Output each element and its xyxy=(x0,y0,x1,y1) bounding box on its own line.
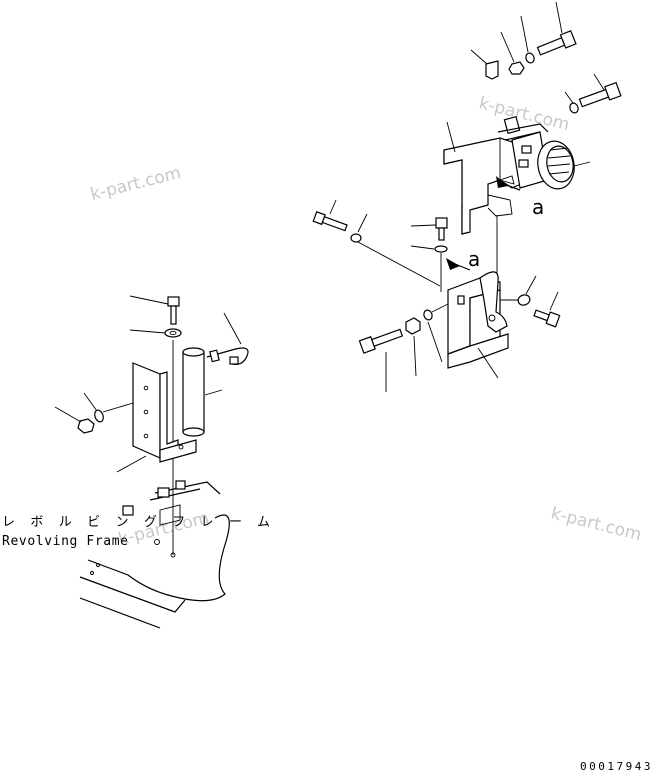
leader-line xyxy=(555,1,563,34)
washer xyxy=(423,309,433,321)
leader-line xyxy=(470,49,488,65)
watermark: k-part.com xyxy=(477,93,572,135)
leader-line xyxy=(413,335,417,377)
washer xyxy=(569,102,579,114)
washer xyxy=(525,52,535,64)
leader-line xyxy=(477,347,499,379)
nut xyxy=(508,61,525,75)
bolt xyxy=(536,30,577,56)
reference-mark: a xyxy=(532,195,544,219)
leader-line xyxy=(525,275,537,295)
leader-line xyxy=(129,329,166,334)
bolt xyxy=(578,81,622,108)
leader-line xyxy=(427,321,443,363)
reference-arrow xyxy=(446,258,471,271)
bolt xyxy=(435,217,448,241)
drawing-code: 00017943 xyxy=(580,760,653,773)
leader-line xyxy=(102,402,134,413)
washer xyxy=(94,409,104,423)
watermark: k-part.com xyxy=(549,503,644,545)
right-assembly: a a xyxy=(312,1,622,392)
leader-line xyxy=(223,312,242,345)
clip xyxy=(485,60,499,80)
frame-label-en: Revolving Frame xyxy=(2,534,128,549)
bolt xyxy=(358,328,404,354)
revolving-frame xyxy=(79,480,230,629)
washer xyxy=(164,328,182,338)
leader-line xyxy=(564,91,574,104)
washer xyxy=(350,233,362,243)
bolt xyxy=(312,211,348,232)
leader-line xyxy=(83,392,98,412)
leader-line xyxy=(357,213,368,233)
nut xyxy=(405,317,421,335)
leader-line xyxy=(520,15,529,53)
leader-line xyxy=(204,389,223,396)
leader-line xyxy=(116,455,147,473)
lower-mount xyxy=(447,271,509,369)
left-assembly: レボルビングフレーム Revolving Frame xyxy=(2,295,270,629)
leader-line xyxy=(329,199,337,215)
washer xyxy=(434,245,448,253)
leader-line xyxy=(446,121,456,153)
lamp xyxy=(511,131,575,190)
leader-line xyxy=(54,406,82,423)
hose xyxy=(206,347,249,365)
leader-line xyxy=(431,303,449,313)
leader-line xyxy=(500,31,515,63)
leader-line xyxy=(357,241,441,287)
bolt xyxy=(167,296,180,325)
bolt xyxy=(533,309,561,328)
leader-line xyxy=(573,161,591,167)
leader-line xyxy=(410,245,435,250)
nut xyxy=(77,418,95,434)
leader-line xyxy=(410,224,437,227)
reference-arrow xyxy=(496,175,521,191)
washer xyxy=(517,294,531,306)
leader-line xyxy=(593,73,605,91)
reference-mark: a xyxy=(468,247,480,271)
watermark: k-part.com xyxy=(88,163,183,205)
cylinder-part xyxy=(182,347,205,437)
leader-line xyxy=(129,295,169,305)
leader-line xyxy=(549,291,559,311)
l-bracket xyxy=(132,362,197,463)
